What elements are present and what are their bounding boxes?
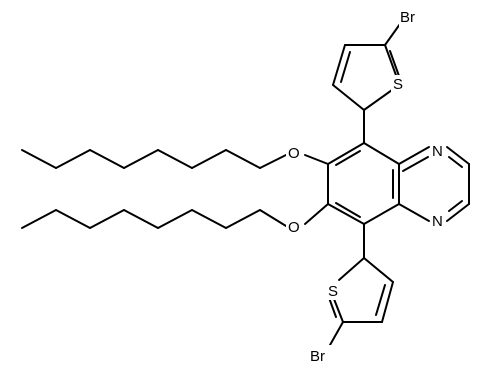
atom-br-bottom: Br bbox=[310, 348, 325, 365]
atom-s-bottom: S bbox=[328, 283, 338, 300]
atom-br-top: Br bbox=[400, 9, 415, 26]
upper-thiophene bbox=[332, 23, 401, 144]
atom-o-upper: O bbox=[288, 145, 300, 162]
pyrazine-ring bbox=[398, 146, 470, 222]
lower-octyloxy-chain bbox=[21, 203, 329, 229]
atom-o-lower: O bbox=[288, 219, 300, 236]
benzene-ring bbox=[327, 142, 400, 225]
atom-n-upper: N bbox=[432, 143, 443, 160]
atom-s-top: S bbox=[393, 76, 403, 93]
atom-n-lower: N bbox=[432, 213, 443, 230]
upper-octyloxy-chain bbox=[21, 149, 329, 169]
